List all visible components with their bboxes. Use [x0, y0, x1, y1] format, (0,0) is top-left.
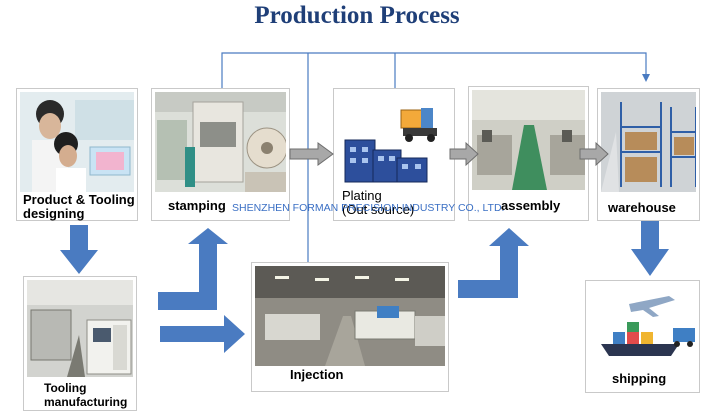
shipping-photo: [589, 284, 696, 364]
step-label-warehouse: warehouse: [608, 200, 676, 215]
tooling-manufacturing-photo: [27, 280, 133, 377]
assembly-photo: [472, 90, 585, 190]
step-card-stamping: stamping: [151, 88, 290, 221]
injection-photo: [255, 266, 445, 366]
arrow-stamping-to-plating: [289, 142, 334, 166]
stamping-photo: [155, 92, 286, 192]
step-card-tooling-manufacturing: Tooling manufacturing: [23, 276, 137, 411]
step-label-injection: Injection: [290, 367, 344, 382]
top-connector-line: [221, 52, 647, 88]
step-card-designing: Product & Tooling designing: [16, 88, 138, 221]
arrow-tooling-to-injection: [160, 315, 245, 353]
step-card-assembly: assembly: [468, 86, 589, 221]
arrow-warehouse-to-shipping: [631, 221, 669, 276]
step-label-assembly: assembly: [501, 198, 561, 213]
step-label-plating: Plating (Out source): [342, 188, 415, 217]
arrow-injection-to-assembly: [458, 228, 529, 298]
step-label-tooling-manufacturing: Tooling manufacturing: [44, 381, 128, 409]
step-card-injection: Injection: [251, 262, 449, 392]
step-card-warehouse: warehouse: [597, 88, 700, 221]
arrow-plating-to-assembly: [449, 141, 479, 167]
page-title: Production Process: [254, 2, 460, 29]
arrow-designing-to-tooling: [60, 225, 98, 274]
step-label-shipping: shipping: [612, 371, 667, 386]
plating-photo: [337, 92, 451, 192]
step-card-shipping: shipping: [585, 280, 700, 393]
top-connector-arrowhead: [642, 74, 650, 82]
warehouse-photo: [601, 92, 696, 192]
company-watermark: SHENZHEN FORMAN PRECISION INDUSTRY CO., …: [232, 202, 505, 214]
step-label-designing: Product & Tooling designing: [23, 192, 135, 221]
arrow-assembly-to-warehouse: [579, 141, 609, 167]
arrow-tooling-to-stamping: [158, 228, 228, 310]
step-label-stamping: stamping: [168, 198, 226, 213]
designing-photo: [20, 92, 134, 192]
